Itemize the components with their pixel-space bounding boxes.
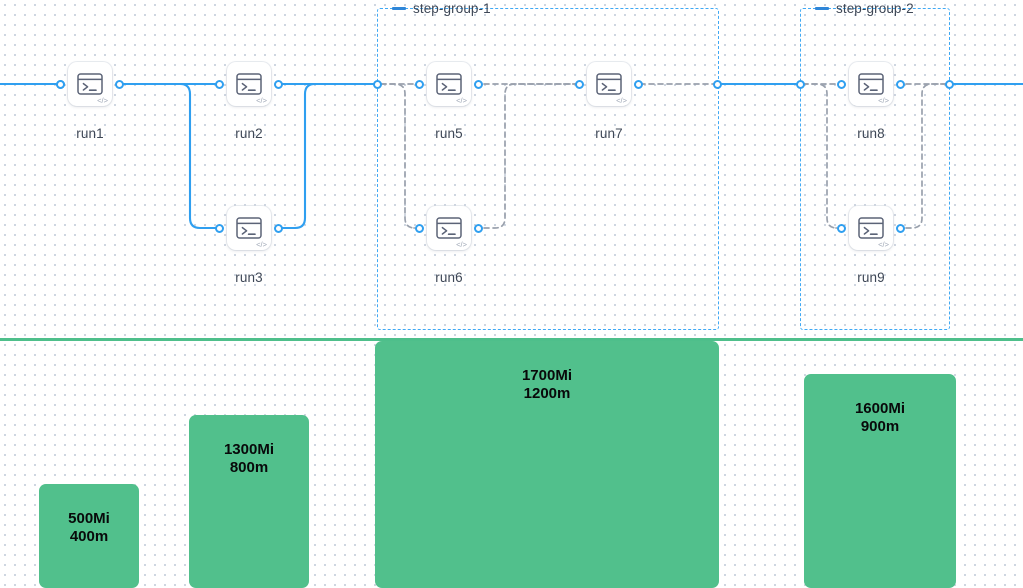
code-badge-icon: </>: [256, 95, 267, 105]
code-badge-icon: </>: [456, 95, 467, 105]
handle-canvas-in[interactable]: [56, 79, 65, 89]
node-label-run3: run3: [235, 270, 263, 285]
node-label-run6: run6: [435, 270, 463, 285]
node-run5[interactable]: </>: [427, 62, 471, 106]
group-step-group-2[interactable]: step-group-2: [800, 1, 950, 330]
terminal-icon: [236, 73, 262, 95]
node-run9[interactable]: </>: [849, 206, 893, 250]
node-run2[interactable]: </>: [227, 62, 271, 106]
minus-icon[interactable]: [815, 7, 829, 10]
node-run3[interactable]: </>: [227, 206, 271, 250]
terminal-icon: [436, 217, 462, 239]
handle-left-run3[interactable]: [215, 223, 224, 233]
node-label-run1: run1: [76, 126, 104, 141]
node-run8[interactable]: </>: [849, 62, 893, 106]
handle-group2-out[interactable]: [945, 79, 954, 89]
code-badge-icon: </>: [97, 95, 108, 105]
code-badge-icon: </>: [878, 95, 889, 105]
handle-right-run6[interactable]: [474, 223, 483, 233]
handle-left-run8[interactable]: [837, 79, 846, 89]
handle-right-run7[interactable]: [634, 79, 643, 89]
node-run7[interactable]: </>: [587, 62, 631, 106]
terminal-icon: [858, 73, 884, 95]
node-label-run8: run8: [857, 126, 885, 141]
code-badge-icon: </>: [456, 239, 467, 249]
terminal-icon: [858, 217, 884, 239]
handle-left-run6[interactable]: [415, 223, 424, 233]
handle-left-run2[interactable]: [215, 79, 224, 89]
handle-right-run5[interactable]: [474, 79, 483, 89]
handle-right-run2[interactable]: [274, 79, 283, 89]
group-title: step-group-1: [413, 1, 491, 16]
code-badge-icon: </>: [878, 239, 889, 249]
code-badge-icon: </>: [256, 239, 267, 249]
handle-group1-out[interactable]: [713, 79, 722, 89]
group-step-group-1[interactable]: step-group-1: [377, 1, 719, 330]
handle-right-run3[interactable]: [274, 223, 283, 233]
minus-icon[interactable]: [392, 7, 406, 10]
handle-left-run7[interactable]: [575, 79, 584, 89]
node-label-run2: run2: [235, 126, 263, 141]
terminal-icon: [596, 73, 622, 95]
handle-group1-in[interactable]: [373, 79, 382, 89]
node-run1[interactable]: </>: [68, 62, 112, 106]
handle-left-run5[interactable]: [415, 79, 424, 89]
terminal-icon: [236, 217, 262, 239]
group-label-step-group-1: step-group-1: [390, 1, 493, 16]
node-run6[interactable]: </>: [427, 206, 471, 250]
terminal-icon: [436, 73, 462, 95]
group-label-step-group-2: step-group-2: [813, 1, 916, 16]
node-label-run5: run5: [435, 126, 463, 141]
handle-right-run8[interactable]: [896, 79, 905, 89]
node-label-run7: run7: [595, 126, 623, 141]
handle-group2-in[interactable]: [796, 79, 805, 89]
handle-right-run9[interactable]: [896, 223, 905, 233]
handle-right-run1[interactable]: [115, 79, 124, 89]
group-title: step-group-2: [836, 1, 914, 16]
handle-left-run9[interactable]: [837, 223, 846, 233]
terminal-icon: [77, 73, 103, 95]
node-label-run9: run9: [857, 270, 885, 285]
code-badge-icon: </>: [616, 95, 627, 105]
